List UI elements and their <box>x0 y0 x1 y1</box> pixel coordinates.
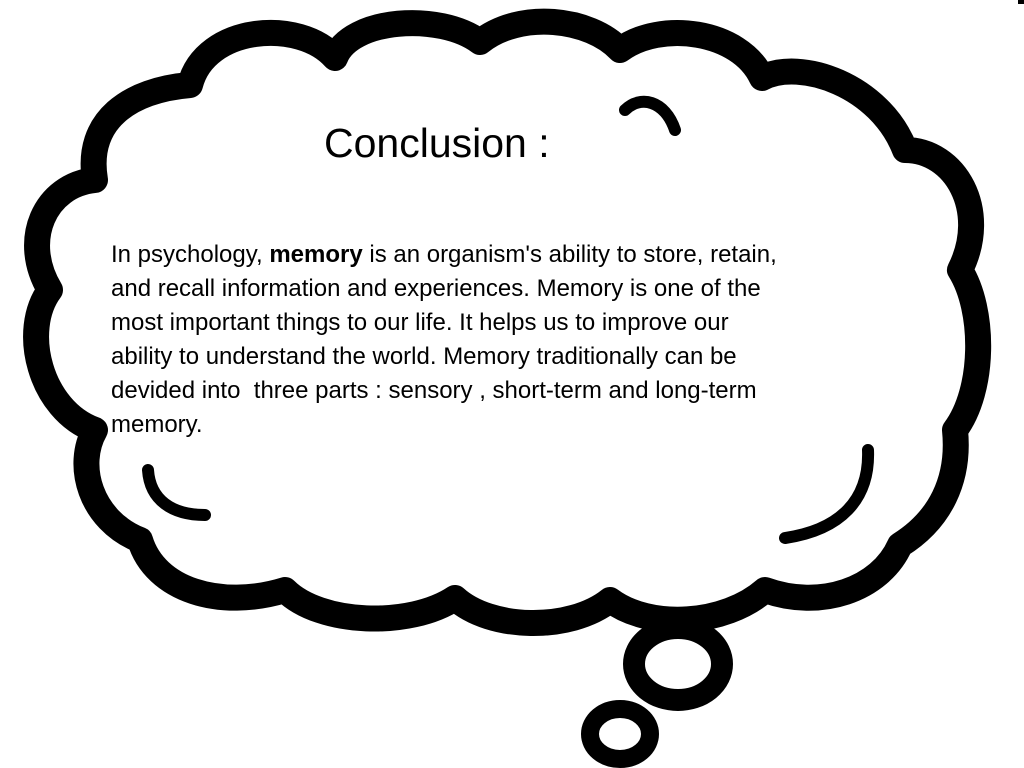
paragraph-lead: In psychology, <box>111 241 270 268</box>
paragraph-line-2: and recall information and experiences. … <box>111 275 761 302</box>
conclusion-paragraph: In psychology, memory is an organism's a… <box>111 238 911 442</box>
paragraph-line-3: most important things to our life. It he… <box>111 309 729 336</box>
cloud-curls <box>142 95 875 544</box>
paragraph-line-6: memory. <box>111 411 203 438</box>
cloud-shape <box>23 8 992 636</box>
corner-mark <box>1018 0 1024 4</box>
keyword-memory: memory <box>269 241 363 268</box>
paragraph-line-1-rest: is an organism's ability to store, retai… <box>362 241 777 268</box>
slide-title: Conclusion : <box>324 120 550 166</box>
paragraph-line-5: devided into three parts : sensory , sho… <box>111 377 757 404</box>
paragraph-line-1: In psychology, memory is an organism's a… <box>111 238 911 272</box>
bubble-small <box>581 700 659 768</box>
paragraph-line-4: ability to understand the world. Memory … <box>111 343 737 370</box>
bubble-large <box>623 617 733 711</box>
thought-bubble-dots <box>581 617 733 768</box>
